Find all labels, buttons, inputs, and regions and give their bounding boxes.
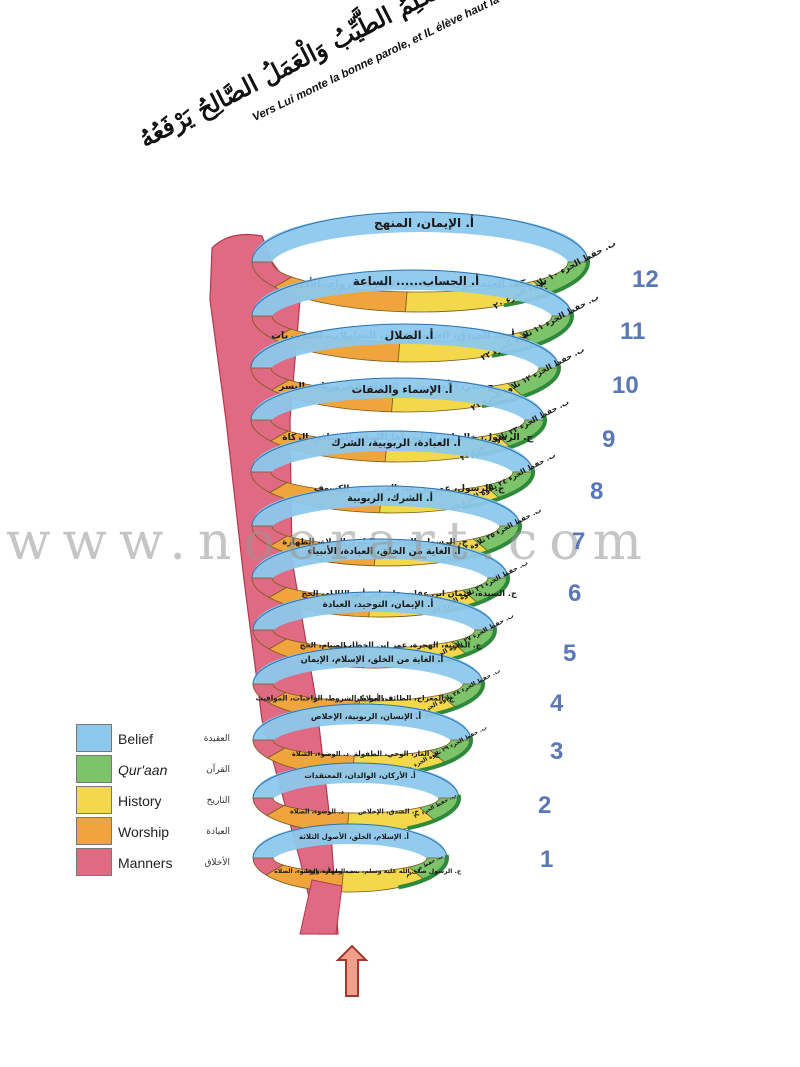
ring-back-outline (251, 538, 509, 579)
ring-back-outline (252, 703, 472, 741)
legend-swatch-worship (76, 817, 112, 845)
legend-label-ar: العبادة (206, 827, 230, 837)
ring-back-outline (251, 211, 589, 263)
legend-label-en: Manners (118, 855, 173, 871)
ring-back-outline (251, 269, 573, 317)
legend-label-en: History (118, 793, 162, 809)
level-number: 11 (620, 318, 646, 345)
legend-swatch-belief (76, 724, 112, 752)
legend-label-ar: العقيدة (203, 734, 230, 744)
ring-label-belief: أ. الإسلام، الخلق، الأصول الثلاثة (299, 832, 409, 841)
ring-back-belief (252, 270, 572, 318)
legend-swatch-quran (76, 755, 112, 783)
legend-swatch-history (76, 786, 112, 814)
ring-label-belief: أ. الضلال (385, 328, 434, 342)
level-number: 9 (602, 426, 616, 453)
ring-label-history: ج. الغار، الوحي، الطفولة (354, 750, 440, 758)
ring-label-history: ج. السيدة، عثمان ابن عفان، علي ابن أبي ط… (326, 588, 517, 599)
ring-back-outline (250, 323, 560, 369)
level-number: 4 (550, 690, 564, 717)
level-number: 5 (563, 640, 577, 667)
ring-back-belief (251, 431, 533, 474)
ring-back-outline (250, 377, 546, 421)
ring-back-belief (253, 592, 495, 633)
ring-back-outline (252, 591, 496, 631)
spiral-ring: أ. الإسلام، الخلق، الأصول الثلاثة ج. الرس… (252, 823, 462, 893)
ring-back-belief (253, 704, 471, 743)
ring-back-outline (250, 430, 534, 473)
ring-label-belief: أ. الغاية من الخلق، الإسلام، الإيمان (301, 653, 444, 665)
level-number: 10 (612, 372, 639, 399)
ring-label-worship: د. الصيام، الحج (301, 589, 359, 598)
ring-label-history: ج. الرسول صلى الله عليه وسلم، نسبه ونشأت… (300, 867, 462, 875)
ring-label-worship: د. الصيام، الحج (300, 640, 355, 649)
legend-label-en: Worship (118, 824, 170, 840)
start-arrow-icon (335, 944, 369, 997)
ring-back-belief (253, 763, 459, 801)
ring-back-belief (253, 824, 447, 861)
legend-label-ar: الأخلاق (204, 858, 230, 868)
level-number: 6 (568, 580, 582, 607)
spiral-tail (299, 879, 343, 935)
ring-label-belief: أ. الإنسان، الربوبية، الإخلاص (311, 711, 421, 722)
ring-label-worship: د. الطهارة، الوضوء، الصلاة (274, 868, 352, 875)
ring-rim-quran (398, 854, 449, 890)
ring-label-belief: أ. الإسماء والصفات (352, 382, 453, 396)
ring-back-belief (251, 378, 545, 422)
legend-label-ar: القرآن (206, 765, 230, 775)
ring-label-belief: أ. الغاية من الخلق، العبادة، الأنبياء (307, 545, 460, 557)
ring-label-worship: د. الصلاة، الشروط، الواجبات، المواقيت (256, 694, 393, 703)
ring-back-outline (252, 823, 448, 859)
legend-label-en: Qur'aan (118, 762, 168, 778)
level-number: 2 (538, 792, 552, 819)
level-number: 3 (550, 738, 564, 765)
level-number: 8 (590, 478, 604, 505)
ring-back-belief (252, 212, 588, 264)
ring-label-history: ج. المعراج، الطائف، أبو بكر (354, 693, 455, 703)
ring-label-worship: د. الوضوء، الصلاة (292, 750, 350, 758)
ring-label-history: ج. الصدق، الإخلاص (358, 808, 419, 816)
ring-rim-quran (407, 794, 461, 831)
level-number: 12 (632, 266, 659, 293)
legend-label-ar: التاريخ (206, 796, 230, 806)
legend-label-en: Belief (118, 731, 154, 747)
ring-back-belief (251, 324, 559, 370)
ring-back-belief (252, 539, 508, 581)
ring-rim-quran (416, 736, 473, 774)
ring-label-belief: أ. الإيمان، التوحيد، العبادة (323, 598, 434, 610)
legend-swatch-manners (76, 848, 112, 876)
ring-label-worship: د. الوضوء، الصلاة (290, 808, 345, 816)
ring-label-belief: أ. الإيمان، المنهج (374, 215, 474, 230)
ring-back-outline (252, 762, 460, 799)
ring-label-belief: أ. العبادة، الربوبية، الشرك (331, 436, 460, 449)
ring-label-history: ج. المدينة، الهجرة، عمر ابن الخطاب (344, 640, 482, 649)
level-number: 1 (540, 846, 554, 873)
ring-back-belief (252, 486, 520, 528)
ring-label-belief: أ. الشرك، الربوبية (347, 491, 433, 504)
ring-back-belief (253, 647, 483, 687)
ring-label-belief: أ. الأركان، الوالدان، المعتقدات (304, 770, 415, 780)
ring-back-outline (252, 646, 484, 685)
level-number: 7 (572, 528, 586, 555)
ring-back-outline (251, 485, 521, 527)
ring-label-belief: أ. الحساب...... الساعة (353, 273, 479, 288)
